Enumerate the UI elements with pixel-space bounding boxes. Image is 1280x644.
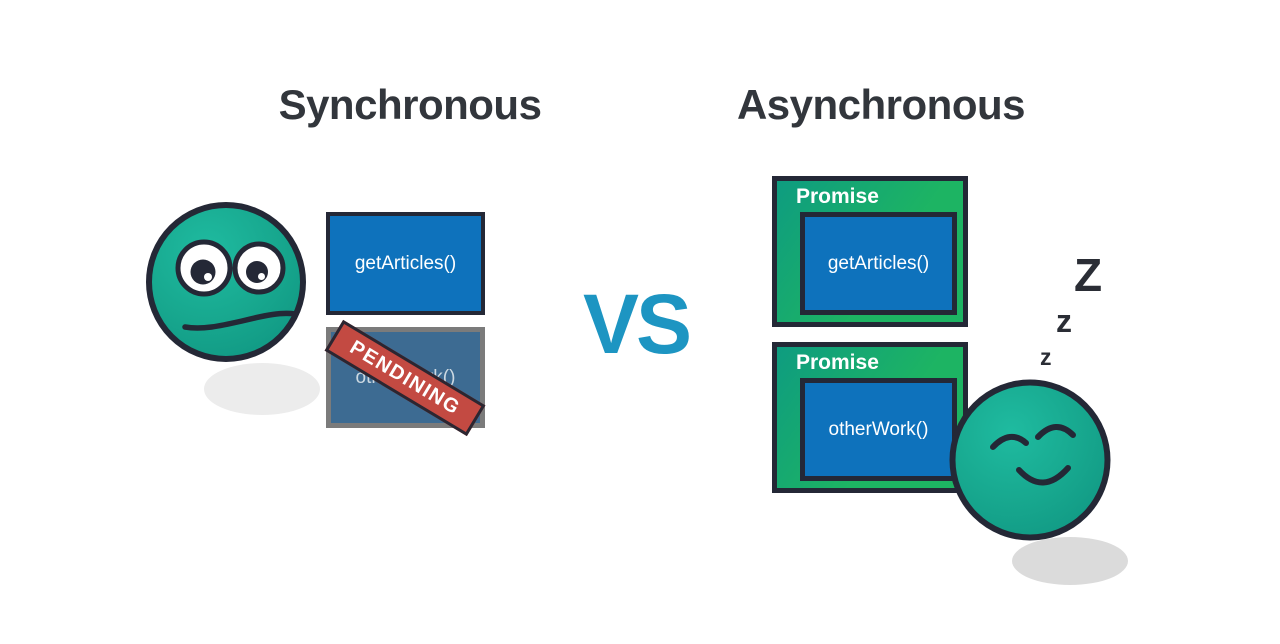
promise-title: Promise bbox=[796, 185, 879, 208]
sleep-z-medium: z bbox=[1056, 303, 1072, 339]
async-getarticles-label: getArticles() bbox=[827, 252, 930, 274]
async-otherwork-label: otherWork() bbox=[828, 418, 929, 440]
sync-getarticles-label: getArticles() bbox=[354, 253, 457, 274]
worried-face-mouth bbox=[182, 310, 298, 331]
worried-face-right-pupil bbox=[246, 261, 268, 283]
sleep-z-large: Z bbox=[1074, 249, 1103, 301]
sync-getarticles-box: getArticles() bbox=[326, 212, 485, 315]
asynchronous-heading: Asynchronous bbox=[736, 81, 1026, 128]
async-getarticles-box: getArticles() bbox=[800, 212, 957, 315]
synchronous-heading: Synchronous bbox=[278, 81, 542, 128]
worried-face-left-glint bbox=[204, 273, 212, 281]
worried-face-left-pupil bbox=[190, 259, 216, 285]
sleep-z-small: z bbox=[1040, 344, 1052, 370]
sleeping-face-right-eye bbox=[1035, 424, 1076, 440]
async-otherwork-box: otherWork() bbox=[800, 378, 957, 481]
sleeping-face-left-eye bbox=[990, 434, 1029, 450]
sync-pending-box: otherWork() PENDINING bbox=[324, 319, 486, 437]
left-face-shadow bbox=[204, 363, 320, 415]
sleeping-face-illustration bbox=[949, 379, 1111, 541]
pending-banner: PENDINING bbox=[324, 319, 486, 437]
sleeping-face-head bbox=[949, 379, 1111, 541]
promise-box-otherwork: Promise otherWork() bbox=[772, 342, 968, 493]
worried-face-right-glint bbox=[258, 273, 265, 280]
worried-face-illustration bbox=[146, 202, 306, 362]
promise-box-getarticles: Promise getArticles() bbox=[772, 176, 968, 327]
sleeping-face-mouth bbox=[1016, 465, 1071, 486]
right-face-shadow bbox=[1012, 537, 1128, 585]
promise-title: Promise bbox=[796, 351, 879, 374]
versus-label: VS bbox=[582, 277, 692, 371]
